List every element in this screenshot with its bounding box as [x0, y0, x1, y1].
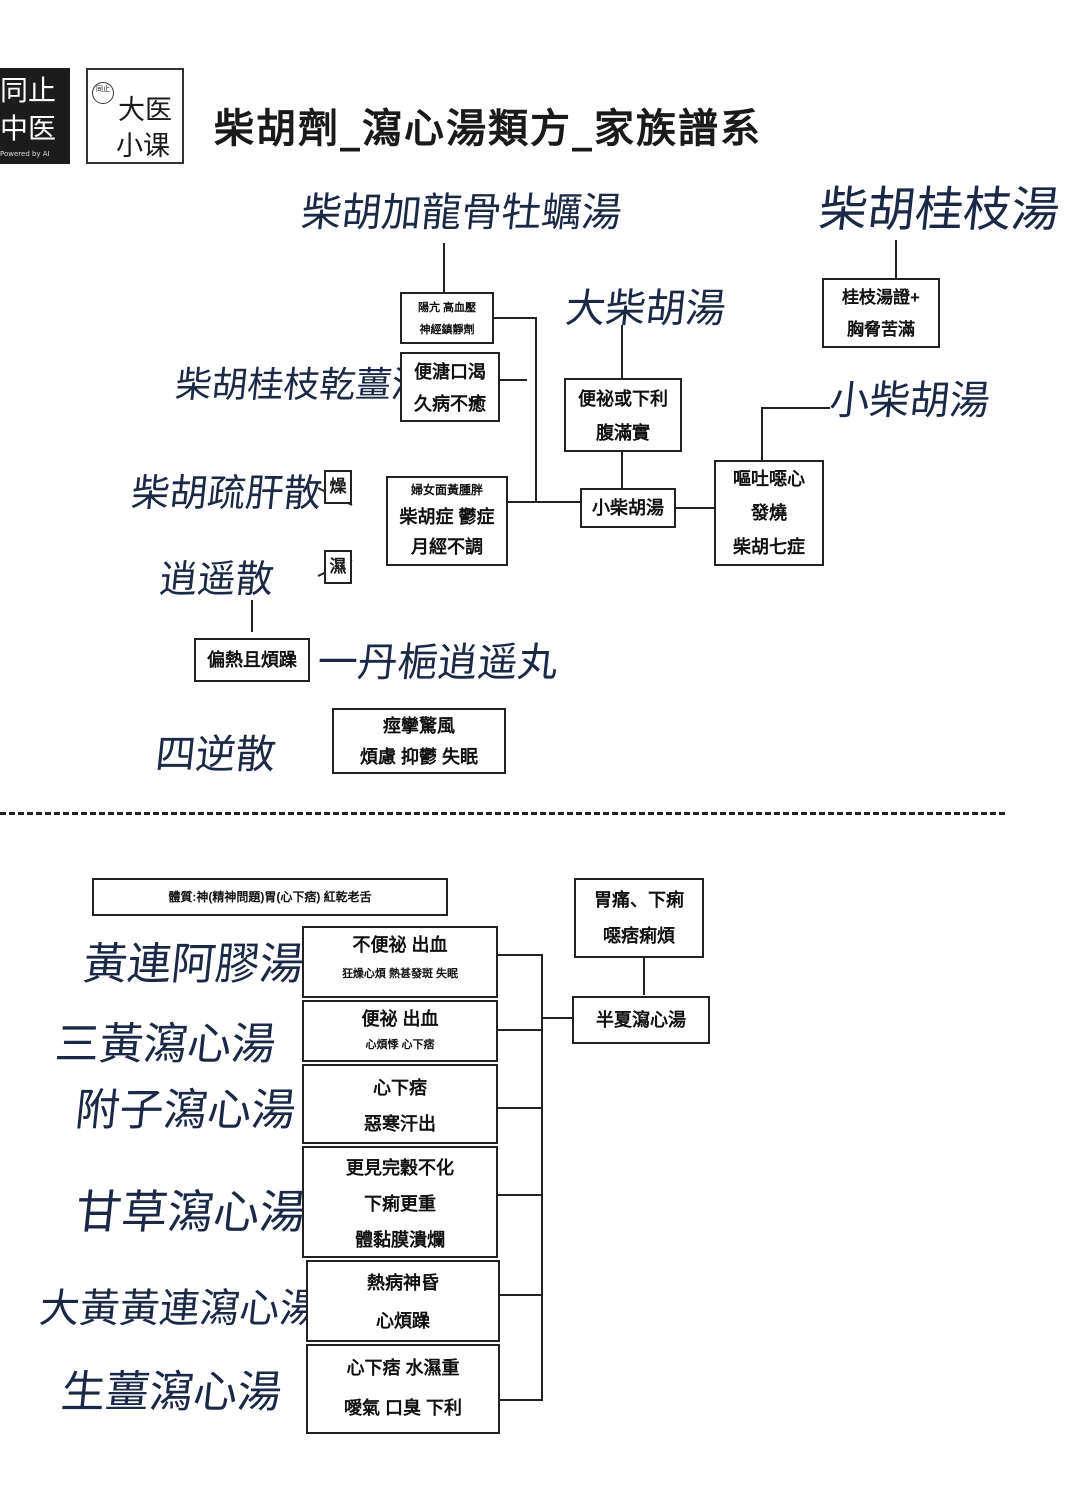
hw-fuzi: 附子瀉心湯: [72, 1085, 299, 1136]
box-bianyuan: 便溏口渴 久病不癒: [400, 352, 500, 422]
hw-chaihu-longgu: 柴胡加龍骨牡蠣湯: [299, 190, 624, 236]
hw-xiao-chaihu: 小柴胡湯: [827, 378, 992, 424]
hw-shengjiang: 生薑瀉心湯: [58, 1367, 285, 1418]
box-weitong: 胃痛、下痢 噁痞痢煩: [574, 878, 704, 958]
box-yangkang: 陽亢 高血壓 神經鎮靜劑: [400, 292, 494, 344]
hw-gancao: 甘草瀉心湯: [72, 1185, 309, 1239]
row-dahuang-huanglian: 熱病神昏 心煩躁: [306, 1260, 500, 1342]
row-fuzi: 心下痞 惡寒汗出: [302, 1064, 498, 1144]
hw-chaihu-guizhi-ganjiang: 柴胡桂枝乾薑湯: [173, 365, 430, 406]
box-funv: 婦女面黃腫胖 柴胡症 鬱症 月經不調: [386, 476, 508, 566]
hw-da-chaihu: 大柴胡湯: [563, 286, 728, 332]
box-xiaochaihu: 小柴胡湯: [580, 488, 676, 528]
logo-sub: Powered by AI: [0, 150, 50, 158]
logo-line1: 同止: [0, 74, 57, 107]
row-gancao: 更見完穀不化 下痢更重 體黏膜潰爛: [302, 1146, 498, 1258]
box-outu: 嘔吐噁心 發燒 柴胡七症: [714, 460, 824, 566]
logo-line2: 中医: [0, 112, 57, 145]
box-banxia: 半夏瀉心湯: [572, 996, 710, 1044]
brand-logo-light: 同止 大医 小课: [86, 68, 184, 164]
hw-danzhi-xiaoyao: 一丹梔逍遥丸: [315, 640, 560, 686]
tag-shi: 濕: [324, 550, 352, 584]
hw-sini: 四逆散: [153, 732, 278, 778]
hw-dahuang-huanglian: 大黃黃連瀉心湯: [37, 1286, 322, 1332]
logo-right-line2: 小课: [116, 131, 170, 162]
hw-chaihu-guizhi: 柴胡桂枝湯: [816, 182, 1063, 238]
logo-right-line1: 大医: [118, 95, 172, 126]
box-sini: 痙攣驚風 煩慮 抑鬱 失眠: [332, 708, 506, 774]
section-divider: [0, 812, 1005, 815]
hw-chaihu-shugan: 柴胡疏肝散: [129, 471, 324, 515]
page-title: 柴胡劑_瀉心湯類方_家族譜系: [214, 105, 762, 152]
brand-logo-dark: 同止 中医 Powered by AI: [0, 68, 70, 164]
hw-xiaoyao: 逍遥散: [157, 557, 276, 601]
row-huanglian-ejiao: 不便祕 出血 狂燥心煩 熱甚發斑 失眠: [302, 926, 498, 998]
tag-zao: 燥: [324, 470, 352, 504]
row-sanhuang: 便祕 出血 心煩悸 心下痞: [302, 1000, 498, 1062]
row-shengjiang: 心下痞 水濕重 噯氣 口臭 下利: [306, 1344, 500, 1434]
box-bianmi: 便祕或下利 腹滿實: [564, 378, 682, 452]
hw-huanglian-ejiao: 黃連阿膠湯: [80, 939, 307, 990]
box-constitution-header: 體質:神(精神問題)胃(心下痞) 紅乾老舌: [92, 878, 448, 916]
logo-circle-icon: 同止: [92, 82, 114, 104]
hw-sanhuang: 三黃瀉心湯: [52, 1019, 279, 1070]
box-pianre: 偏熱且煩躁: [194, 638, 310, 682]
box-guizhi-zheng: 桂枝湯證+ 胸脅苦滿: [822, 278, 940, 348]
